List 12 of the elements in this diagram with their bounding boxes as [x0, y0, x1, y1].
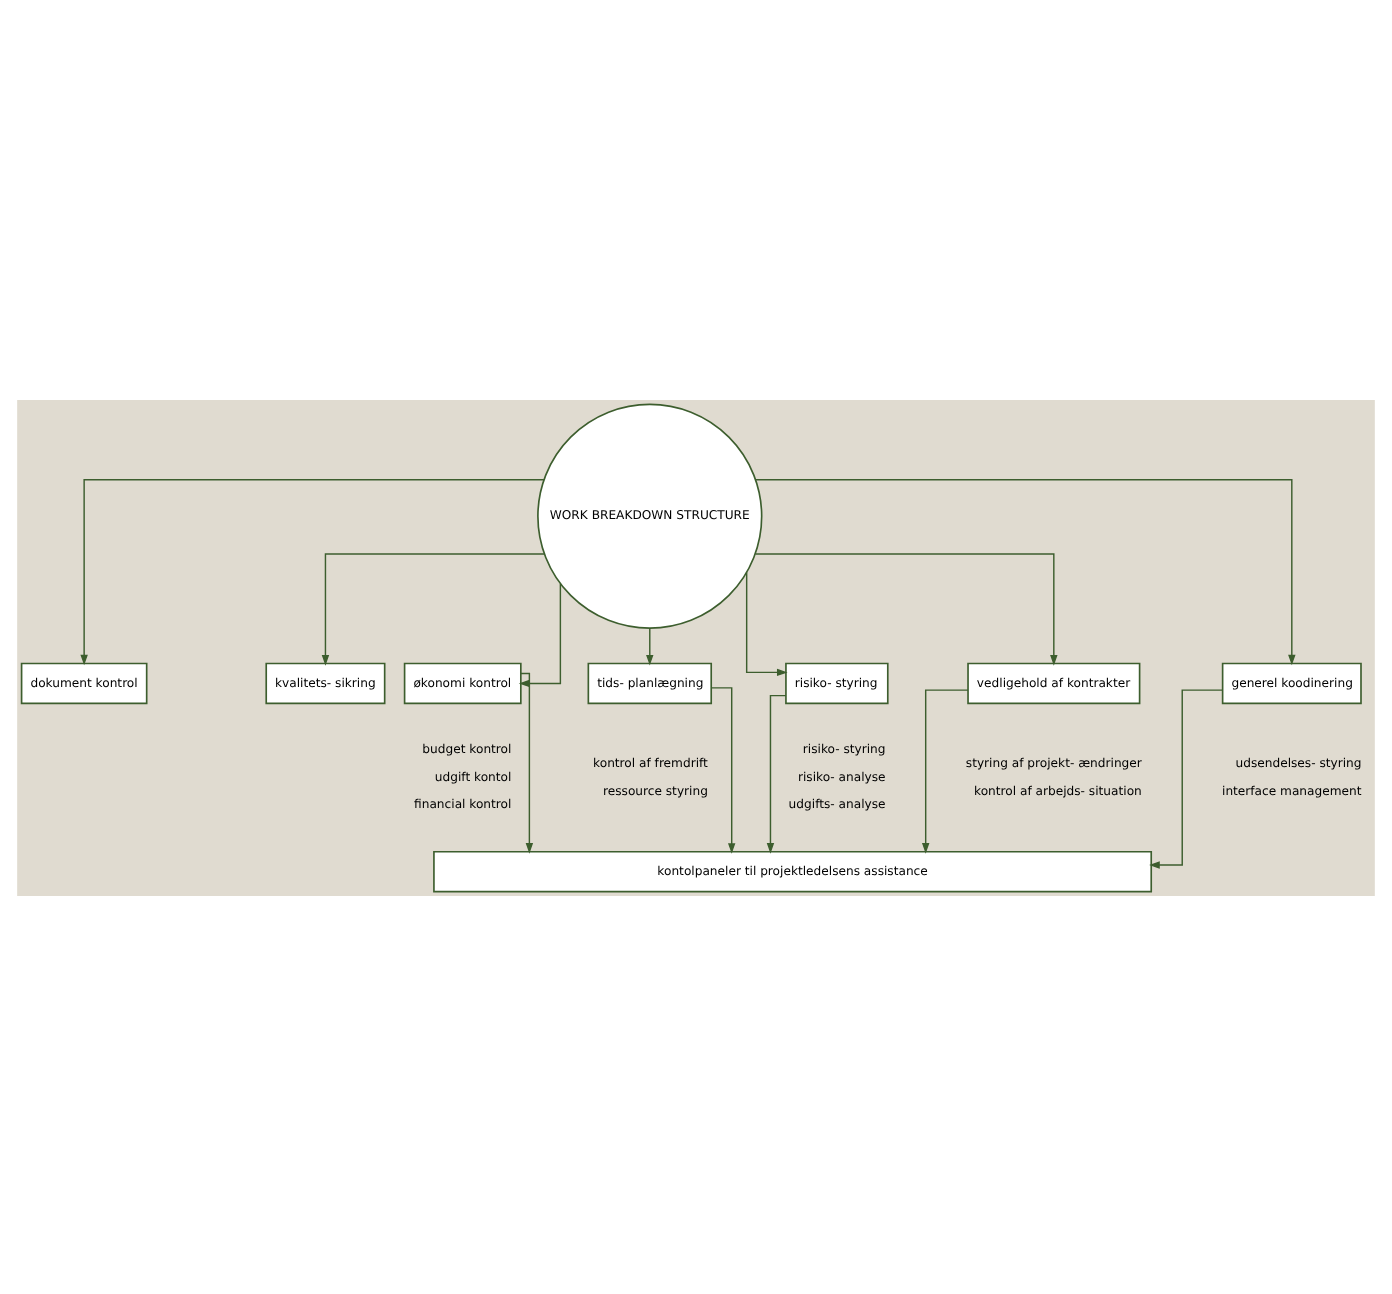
arrow	[755, 478, 1296, 665]
arrow	[745, 570, 788, 676]
arrow	[710, 686, 736, 853]
arrow	[518, 582, 562, 687]
arrow	[1149, 688, 1224, 868]
arrow	[766, 693, 787, 853]
arrow	[80, 478, 545, 665]
arrow	[646, 626, 654, 665]
arrow	[754, 552, 1058, 665]
arrow	[520, 671, 534, 853]
arrow	[921, 688, 969, 853]
arrow	[321, 552, 545, 665]
